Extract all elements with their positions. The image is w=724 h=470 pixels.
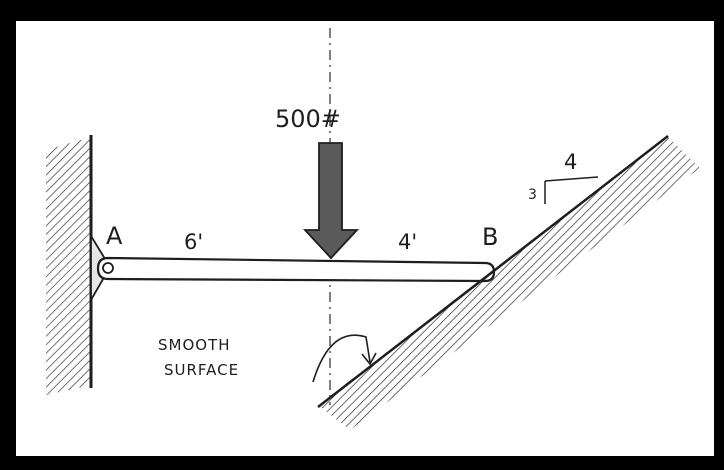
surface-callout-leader [312, 334, 371, 383]
load-arrow [302, 142, 360, 260]
pin-a [102, 262, 114, 274]
span-right-label: 4' [398, 230, 417, 254]
wall-hatching [46, 137, 91, 395]
span-left-label: 6' [184, 230, 203, 254]
surface-callout-arrowhead [361, 352, 377, 366]
surface-label-line2: SURFACE [164, 361, 239, 379]
load-label: 500# [275, 105, 341, 133]
support-a-label: A [106, 222, 123, 250]
incline-surface-line [317, 135, 669, 408]
beam [96, 256, 496, 283]
slope-run-label: 4 [564, 150, 577, 174]
incline-hatching [318, 137, 700, 430]
surface-label-line1: SMOOTH [158, 336, 231, 354]
support-b-label: B [482, 223, 498, 251]
slope-indicator-horizontal [544, 176, 599, 182]
slope-rise-label: 3 [528, 187, 537, 203]
